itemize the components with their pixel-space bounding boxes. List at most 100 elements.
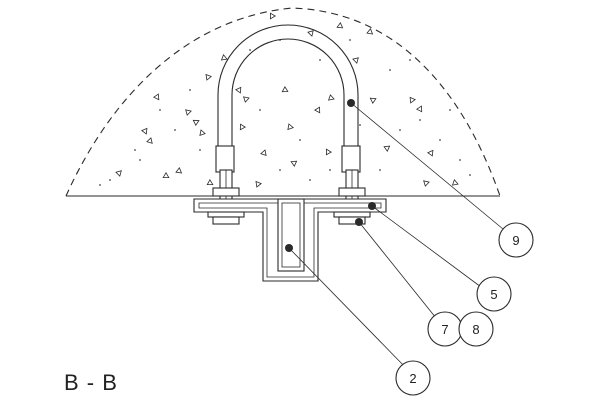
concrete-aggregate-texture [99, 12, 471, 188]
right-lower-nut [338, 216, 366, 225]
aggregate-triangle [199, 129, 206, 137]
aggregate-dot [159, 109, 161, 111]
aggregate-triangle [205, 73, 212, 81]
aggregate-triangle [313, 106, 321, 114]
aggregate-triangle [239, 123, 247, 131]
u-bolt-inner [231, 38, 345, 150]
callout-2-label: 2 [409, 371, 416, 386]
u-bolt-outer [217, 24, 359, 150]
aggregate-triangle [369, 97, 377, 104]
callout-8: 8 [458, 311, 494, 347]
aggregate-dot [299, 139, 301, 141]
aggregate-dot [309, 179, 311, 181]
aggregate-triangle [326, 148, 333, 156]
callout-5-label: 5 [490, 287, 497, 302]
aggregate-triangle [352, 57, 359, 64]
aggregate-triangle [336, 22, 344, 29]
aggregate-dot [279, 169, 281, 171]
left-lower-nut [212, 216, 240, 225]
callout-9-circle [498, 222, 534, 258]
aggregate-dot [459, 159, 461, 161]
aggregate-dot [419, 119, 421, 121]
aggregate-triangle [423, 180, 430, 187]
aggregate-dot [174, 129, 176, 131]
aggregate-triangle [416, 105, 423, 113]
callout-7-label: 7 [441, 322, 448, 337]
aggregate-triangle [287, 123, 294, 131]
callout-7: 7 [427, 311, 463, 347]
callout-9-label: 9 [512, 233, 519, 248]
aggregate-dot [319, 59, 321, 61]
aggregate-triangle [260, 149, 267, 156]
leader-line-2 [288, 247, 407, 369]
aggregate-triangle [153, 93, 160, 101]
aggregate-triangle [220, 54, 228, 61]
aggregate-dot [399, 129, 401, 131]
aggregate-triangle [307, 30, 314, 37]
aggregate-dot [379, 169, 381, 171]
leader-dot-5 [368, 202, 376, 210]
aggregate-dot [259, 109, 261, 111]
aggregate-dot [389, 69, 391, 71]
aggregate-dot [99, 184, 101, 186]
section-label: B - B [64, 370, 118, 395]
aggregate-triangle [255, 180, 262, 188]
aggregate-dot [199, 149, 201, 151]
aggregate-triangle [206, 178, 214, 185]
callout-9: 9 [498, 222, 534, 258]
callout-8-circle [458, 311, 494, 347]
aggregate-dot [409, 59, 411, 61]
aggregate-dot [349, 39, 351, 41]
aggregate-dot [134, 149, 136, 151]
leader-line-9 [350, 102, 504, 230]
aggregate-dot [449, 109, 451, 111]
aggregate-triangle [409, 96, 416, 104]
callout-8-label: 8 [472, 322, 479, 337]
callout-5-circle [476, 276, 512, 312]
aggregate-dot [359, 124, 361, 126]
aggregate-triangle [141, 127, 148, 135]
aggregate-triangle [383, 145, 391, 152]
right-upper-nut [338, 187, 366, 197]
box-profile-inner [281, 202, 301, 268]
left-sleeve [215, 145, 235, 173]
aggregate-dot [249, 49, 251, 51]
aggregate-triangle [192, 119, 200, 126]
leader-line-7-8 [358, 221, 437, 319]
callout-2-circle [395, 360, 431, 396]
aggregate-triangle [115, 170, 122, 177]
aggregate-triangle [427, 149, 434, 157]
aggregate-triangle [451, 179, 459, 186]
left-lower-washer [207, 211, 245, 218]
leader-dot-2 [285, 244, 293, 252]
aggregate-dot [109, 179, 111, 181]
leader-line-5 [371, 205, 482, 288]
aggregate-triangle [146, 137, 153, 144]
leader-dot-7-8 [355, 218, 363, 226]
left-upper-nut [212, 187, 240, 197]
aggregate-triangle [175, 167, 183, 174]
aggregate-triangle [270, 12, 276, 20]
aggregate-dot [469, 174, 471, 176]
aggregate-dot [329, 169, 331, 171]
aggregate-triangle [185, 109, 192, 116]
leader-dot-9 [347, 99, 355, 107]
right-lower-washer [333, 211, 371, 218]
aggregate-dot [439, 139, 441, 141]
aggregate-dot [139, 159, 141, 161]
right-sleeve [341, 145, 361, 173]
aggregate-dot [189, 89, 191, 91]
aggregate-triangle [327, 94, 335, 101]
callout-5: 5 [476, 276, 512, 312]
soil-mound-outline [65, 7, 501, 197]
t-profile-inner-line [198, 202, 382, 278]
aggregate-triangle [290, 160, 298, 168]
callout-2: 2 [395, 360, 431, 396]
aggregate-triangle [234, 86, 242, 94]
aggregate-triangle [366, 28, 374, 35]
aggregate-triangle [243, 96, 250, 103]
aggregate-triangle [281, 85, 289, 93]
aggregate-triangle [162, 172, 170, 178]
